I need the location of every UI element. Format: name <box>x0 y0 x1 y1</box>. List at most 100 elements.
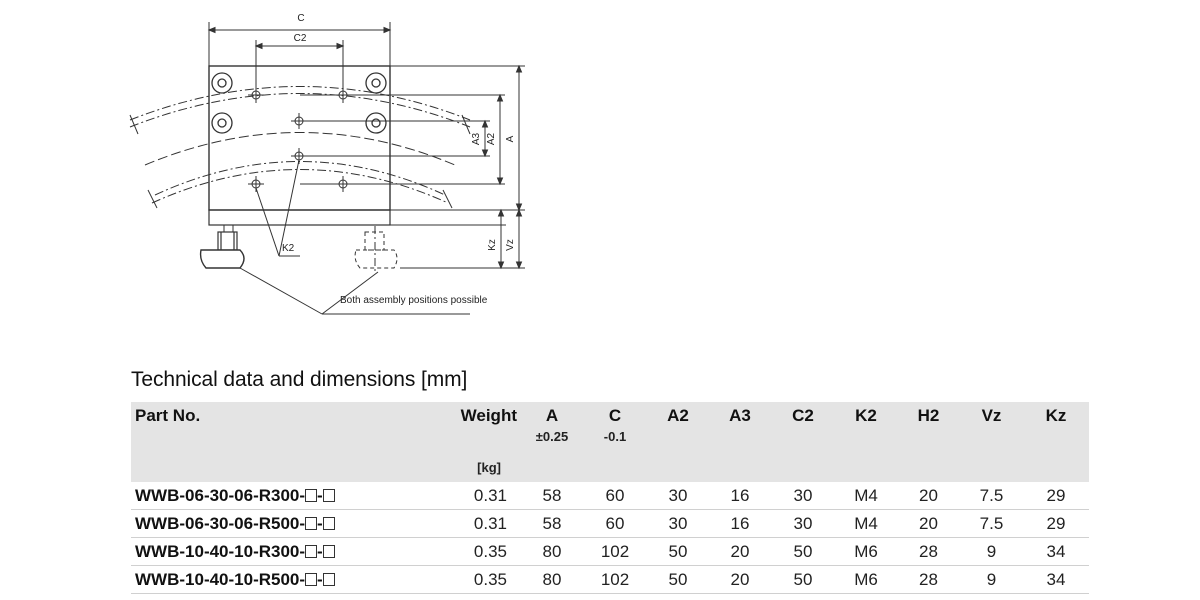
part-number-separator: - <box>317 569 323 589</box>
spec-table: Part No. Weight A C A2 A3 C2 K2 H2 Vz Kz… <box>131 402 1089 594</box>
cell-a: 58 <box>521 482 583 510</box>
cell-c2: 30 <box>771 482 835 510</box>
cell-k2: M6 <box>835 565 897 594</box>
cell-a: 80 <box>521 565 583 594</box>
dimension-a2 <box>300 93 505 186</box>
placeholder-box-icon <box>322 544 335 558</box>
assembly-note: Both assembly positions possible <box>340 295 488 306</box>
cell-h2: 20 <box>897 509 960 538</box>
col-header-kz: Kz <box>1045 405 1067 425</box>
cell-h2: 20 <box>897 482 960 510</box>
cell-h2: 28 <box>897 537 960 566</box>
section-title: Technical data and dimensions [mm] <box>131 368 468 391</box>
cell-kz: 29 <box>1023 482 1089 510</box>
unit-row: [kg] <box>131 445 1089 482</box>
part-number-separator: - <box>317 513 323 533</box>
col-header-h2: H2 <box>917 405 940 425</box>
dimension-c <box>207 22 392 66</box>
cell-k2: M4 <box>835 482 897 510</box>
weight-unit: [kg] <box>477 460 501 475</box>
cell-a3: 20 <box>709 537 771 566</box>
cell-vz: 9 <box>960 537 1023 566</box>
part-number: WWB-06-30-06-R300-- <box>131 482 429 510</box>
technical-drawing: C C2 A3 A2 A Kz Vz K2 Both assembly posi… <box>129 13 525 315</box>
placeholder-box-icon <box>322 572 335 586</box>
assembly-note-leader <box>239 267 470 315</box>
dimension-vz <box>515 208 523 270</box>
dimension-a3 <box>305 119 490 158</box>
part-number: WWB-10-40-10-R300-- <box>131 537 429 566</box>
dimension-a <box>390 64 525 212</box>
col-header-c2: C2 <box>792 405 814 425</box>
tolerance-c: -0.1 <box>603 429 627 444</box>
part-number-text: WWB-10-40-10-R300- <box>135 541 306 561</box>
cell-a3: 16 <box>709 509 771 538</box>
cell-vz: 7.5 <box>960 482 1023 510</box>
cell-a: 58 <box>521 509 583 538</box>
label-kz: Kz <box>487 239 498 251</box>
header-row: Part No. Weight A C A2 A3 C2 K2 H2 Vz Kz <box>131 402 1089 429</box>
cell-c2: 30 <box>771 509 835 538</box>
part-number: WWB-06-30-06-R500-- <box>131 509 429 538</box>
cell-a3: 20 <box>709 565 771 594</box>
dimension-kz <box>390 208 525 270</box>
label-k2: K2 <box>282 243 295 254</box>
cell-weight: 0.35 <box>429 565 521 594</box>
placeholder-box-icon <box>305 544 318 558</box>
cell-c: 60 <box>583 482 647 510</box>
cell-c2: 50 <box>771 565 835 594</box>
cell-kz: 29 <box>1023 509 1089 538</box>
counterbore-holes <box>211 72 387 134</box>
cell-a2: 50 <box>647 565 709 594</box>
col-header-a: A <box>545 405 559 425</box>
label-c: C <box>297 13 304 24</box>
cell-c: 102 <box>583 537 647 566</box>
placeholder-box-icon <box>305 572 318 586</box>
col-header-part-no: Part No. <box>135 405 201 425</box>
cell-a2: 30 <box>647 482 709 510</box>
label-a3: A3 <box>471 132 482 145</box>
part-number-separator: - <box>317 541 323 561</box>
cell-h2: 28 <box>897 565 960 594</box>
col-header-weight: Weight <box>460 405 517 425</box>
label-vz: Vz <box>505 239 516 251</box>
placeholder-box-icon <box>305 488 318 502</box>
placeholder-box-icon <box>322 516 335 530</box>
cell-weight: 0.31 <box>429 509 521 538</box>
cell-c: 60 <box>583 509 647 538</box>
cell-weight: 0.35 <box>429 537 521 566</box>
cell-a3: 16 <box>709 482 771 510</box>
col-header-k2: K2 <box>855 405 877 425</box>
label-c2: C2 <box>294 33 307 44</box>
cell-c2: 50 <box>771 537 835 566</box>
cell-vz: 9 <box>960 565 1023 594</box>
tolerance-a: ±0.25 <box>535 429 569 444</box>
part-number-text: WWB-06-30-06-R300- <box>135 485 306 505</box>
cell-k2: M6 <box>835 537 897 566</box>
k2-leader <box>255 159 300 257</box>
clamping-knob-left <box>199 231 245 269</box>
col-header-vz: Vz <box>981 405 1002 425</box>
label-a2: A2 <box>486 132 497 145</box>
dimension-c2 <box>254 40 345 95</box>
placeholder-box-icon <box>305 516 318 530</box>
col-header-a2: A2 <box>667 405 689 425</box>
cell-a: 80 <box>521 537 583 566</box>
curved-rail-outline <box>129 86 471 209</box>
part-number: WWB-10-40-10-R500-- <box>131 565 429 594</box>
carriage-block <box>208 65 391 211</box>
cell-kz: 34 <box>1023 565 1089 594</box>
label-a: A <box>505 135 516 142</box>
part-number-separator: - <box>317 485 323 505</box>
col-header-c: C <box>608 405 622 425</box>
part-number-text: WWB-10-40-10-R500- <box>135 569 306 589</box>
part-number-text: WWB-06-30-06-R500- <box>135 513 306 533</box>
col-header-a3: A3 <box>729 405 751 425</box>
placeholder-box-icon <box>322 488 335 502</box>
cell-a2: 50 <box>647 537 709 566</box>
cell-weight: 0.31 <box>429 482 521 510</box>
